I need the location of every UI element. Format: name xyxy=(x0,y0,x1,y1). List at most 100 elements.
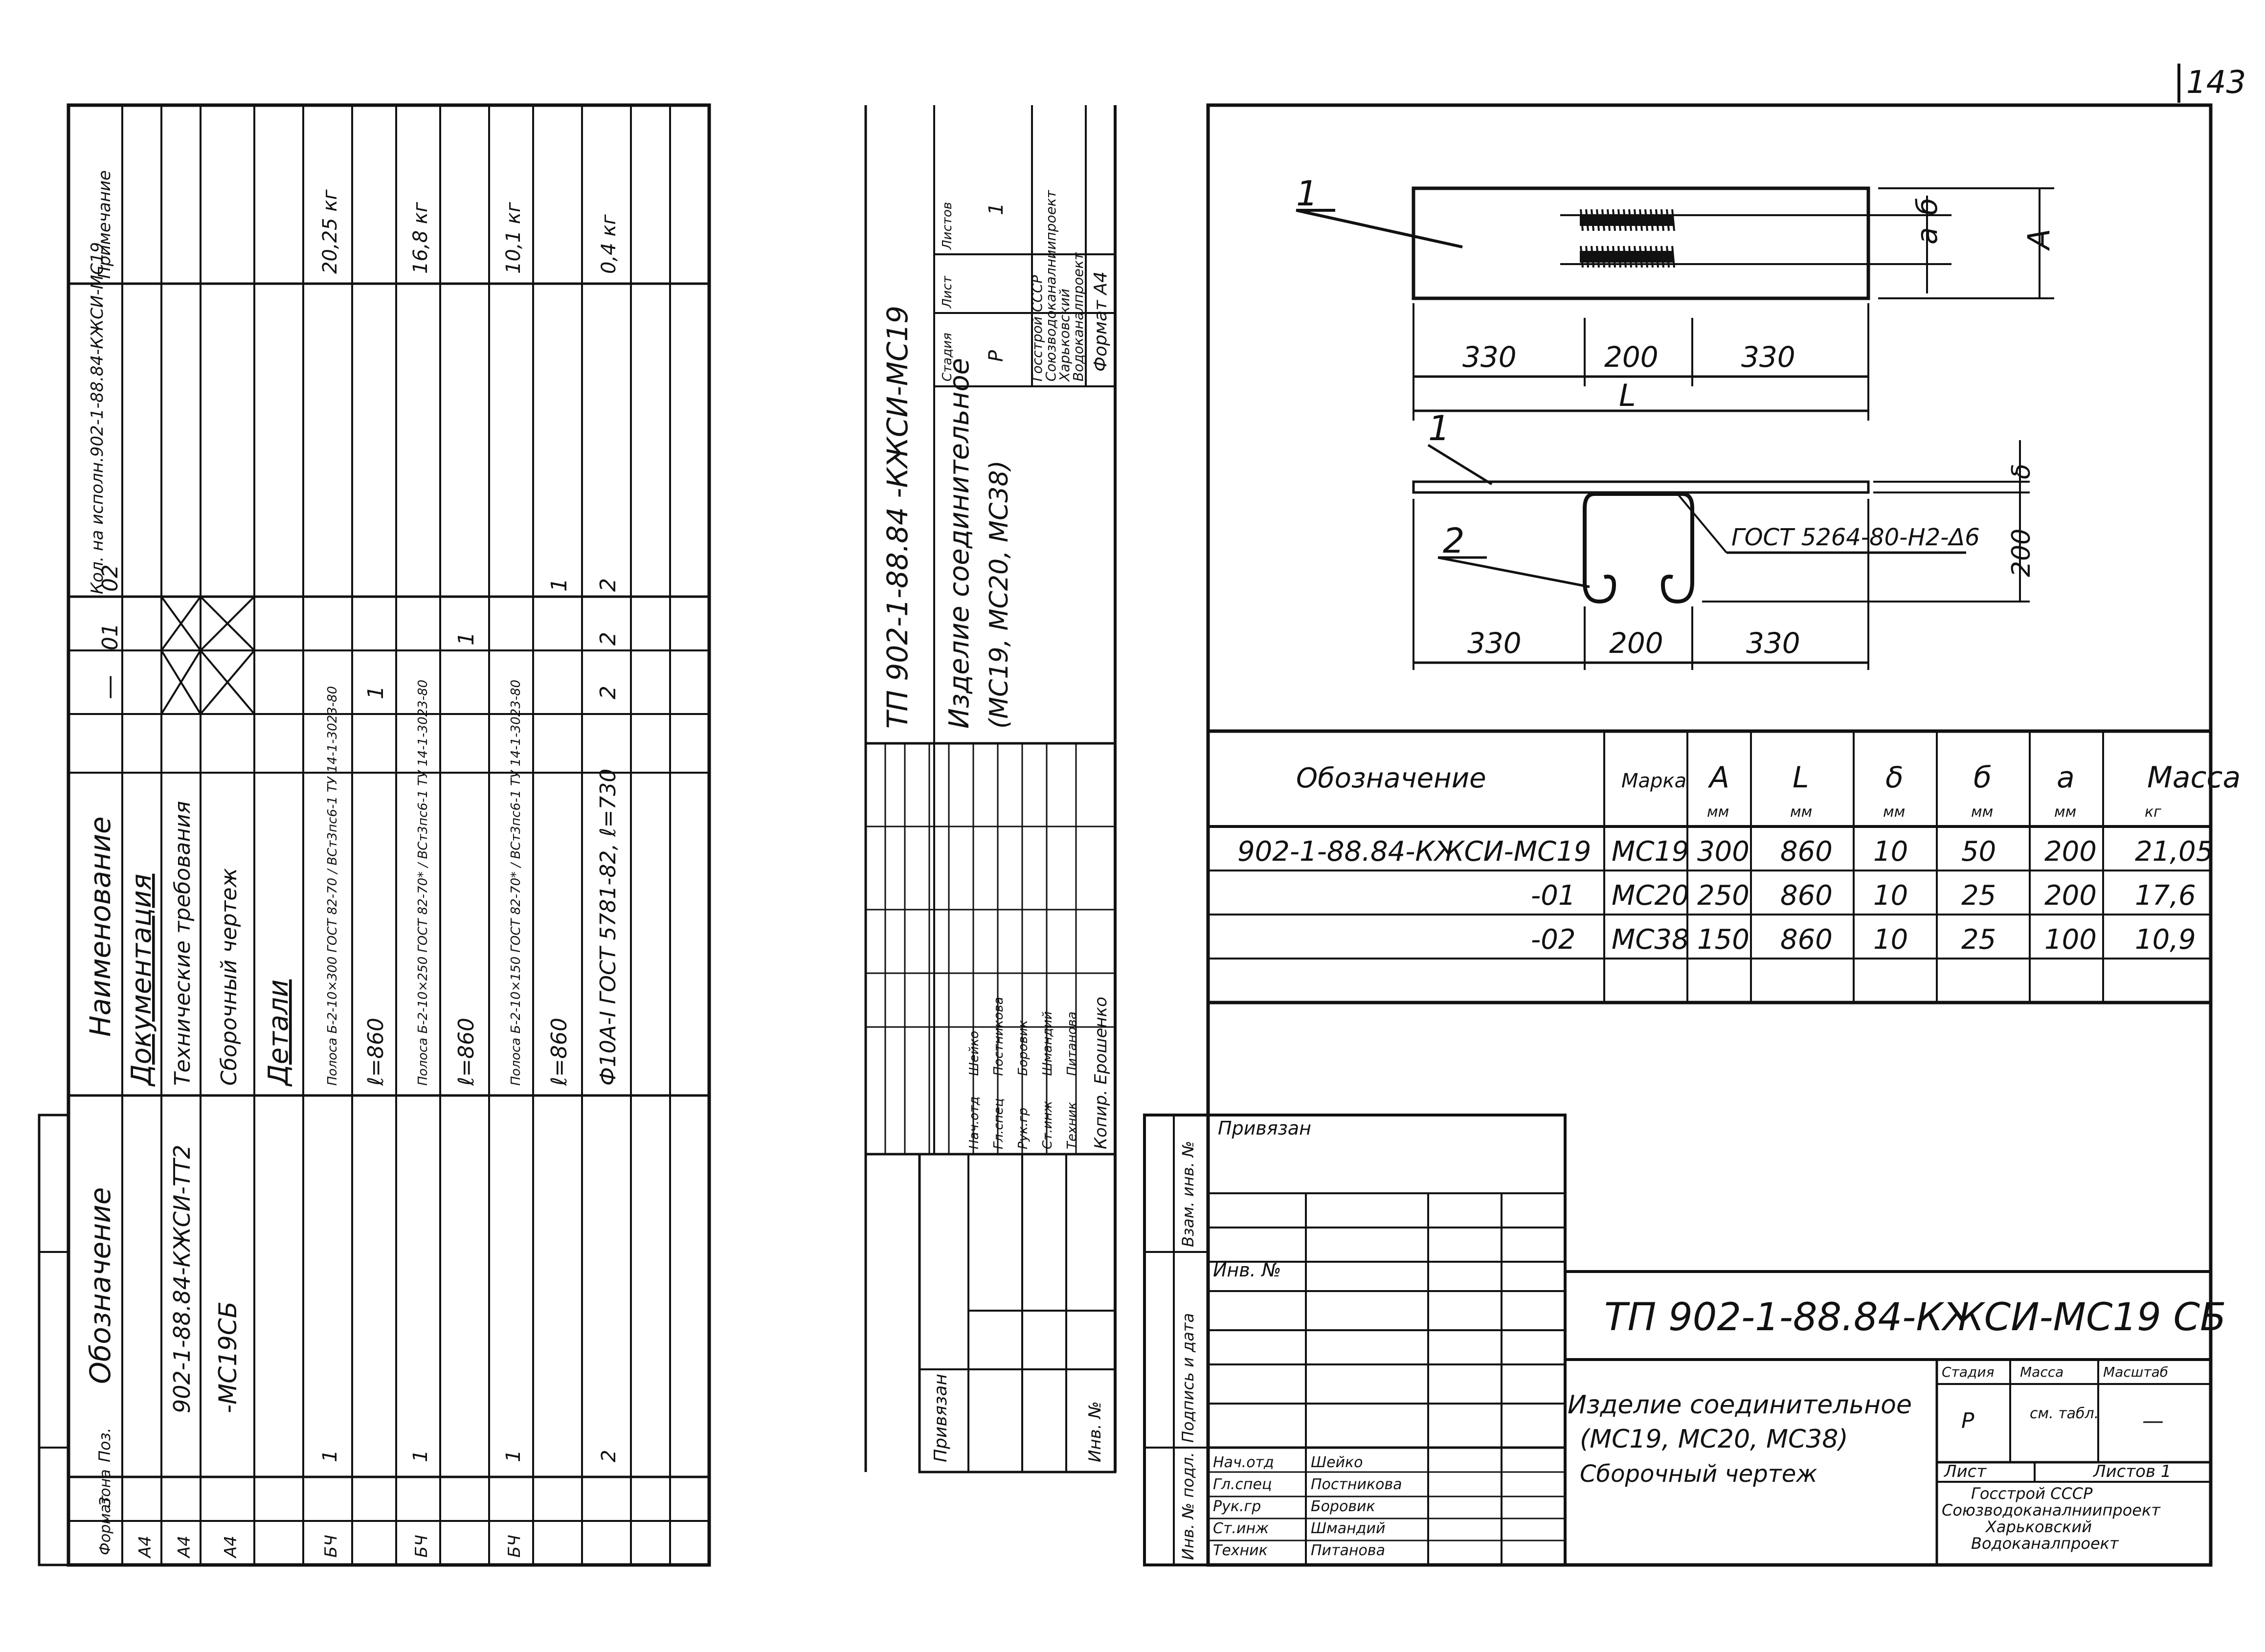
spec-row-note: 16,8 кг xyxy=(409,201,432,274)
spec-row-note: 10,1 кг xyxy=(502,201,525,274)
rot-title-copied: Копир. Ерошенко xyxy=(1091,997,1111,1149)
rot-signer-role: Гл.спец xyxy=(991,1098,1006,1149)
rot-title-format: Формат А4 xyxy=(1091,271,1111,372)
stamp-signer-name: Питанова xyxy=(1311,1542,1385,1559)
vt-header-6: а xyxy=(2057,760,2075,795)
pos1-label-top: 1 xyxy=(1296,174,1318,214)
rot-title-org: Харьковский xyxy=(1056,289,1073,382)
spec-row-format: А4 xyxy=(221,1536,241,1559)
vt-header-5: б xyxy=(1973,760,1992,795)
spec-row-qty0: 2 xyxy=(596,686,621,699)
spec-row-qty0: 1 xyxy=(363,686,388,699)
dim-bot-2: 200 xyxy=(1609,626,1663,660)
rot-signer-role: Рук.гр xyxy=(1016,1108,1031,1149)
spec-row-name: Документация xyxy=(126,874,157,1087)
drawing-frame xyxy=(1206,103,2213,1567)
rot-title-stage-head: Стадия xyxy=(940,333,955,381)
dim-top-3: 330 xyxy=(1741,340,1795,374)
rot-title-org: Водоканалпроект xyxy=(1070,252,1086,381)
dim-L-label: L xyxy=(1619,378,1636,413)
spec-qty-col-2: 02 xyxy=(98,564,123,592)
spec-row-name: ℓ=860 xyxy=(363,1018,388,1086)
rot-title-sheet-head: Лист xyxy=(940,275,955,309)
rot-title-org: Союзводоканалниипроект xyxy=(1043,190,1059,381)
spec-row-qty2: 1 xyxy=(547,578,572,592)
stamp-privyazan: Привязан xyxy=(1218,1117,1311,1139)
rot-signer-name: Постникова xyxy=(991,997,1006,1076)
spec-row-pos: 1 xyxy=(319,1450,341,1462)
spec-row-pos: 1 xyxy=(409,1450,432,1462)
dim-bot-3: 330 xyxy=(1746,626,1800,660)
stamp-signer-name: Шмандий xyxy=(1311,1520,1385,1537)
stamp-signer-name: Постникова xyxy=(1311,1476,1402,1493)
vt-cell: 200 xyxy=(2044,836,2097,868)
stamp-signer-role: Ст.инж xyxy=(1213,1520,1269,1537)
stamp-sheets: Листов 1 xyxy=(2092,1462,2171,1481)
spec-row-format: А4 xyxy=(135,1536,155,1559)
vt-cell: 10 xyxy=(1873,880,1908,912)
rot-title-code: ТП 902-1-88.84 -КЖСИ-МС19 xyxy=(881,306,914,729)
dim-top-2: 200 xyxy=(1604,340,1659,374)
vt-header-0: Обозначение xyxy=(1296,762,1486,794)
stamp-title-3: Сборочный чертеж xyxy=(1580,1460,1817,1488)
dim-top-1: 330 xyxy=(1462,340,1517,374)
spec-qty-col-0: — xyxy=(95,675,123,699)
vt-cell: 902-1-88.84-КЖСИ-МС19 xyxy=(1237,836,1591,868)
stamp-side-0: Инв. № подл. xyxy=(1179,1452,1197,1560)
spec-row-name: ℓ=860 xyxy=(454,1018,479,1086)
stamp-signer-name: Шейко xyxy=(1311,1454,1363,1471)
pos2-label: 2 xyxy=(1443,521,1465,561)
spec-row-name: Технические требования xyxy=(170,801,195,1086)
rot-signer-role: Нач.отд xyxy=(967,1096,982,1149)
dim-A-label: A xyxy=(2021,229,2057,251)
spec-row-format: А4 xyxy=(175,1536,194,1559)
spec-row-name: Полоса Б-2-10×250 ГОСТ 82-70* / ВСт3пс6-… xyxy=(416,680,430,1086)
spec-header-qty: Кол. на исполн.902-1-88.84-КЖСИ-МС19 xyxy=(88,242,107,594)
spec-header-name: Наименование xyxy=(84,816,117,1037)
vt-cell: 25 xyxy=(1961,880,1996,912)
stamp-code: ТП 902-1-88.84-КЖСИ-МС19 СБ xyxy=(1604,1295,2226,1339)
vt-unit-6: мм xyxy=(2054,804,2076,821)
spec-row-name: Сборочный чертеж xyxy=(217,868,242,1086)
rot-title-org: Госстрой СССР xyxy=(1029,275,1045,381)
spec-row-qty1: 1 xyxy=(454,632,479,646)
rot-signer-name: Шейко xyxy=(967,1031,982,1076)
spec-row-name: Полоса Б-2-10×150 ГОСТ 82-70* / ВСт3пс6-… xyxy=(509,680,523,1086)
vt-header-4: δ xyxy=(1885,760,1904,795)
stamp-inv: Инв. № xyxy=(1213,1259,1281,1281)
plate-side-view: 1 2 ГОСТ 5264-80-Н2-Δ6 δ 200 330 200 330 xyxy=(1412,408,2036,670)
spec-header-pos: Поз. xyxy=(95,1428,114,1462)
spec-row-format: БЧ xyxy=(321,1535,341,1558)
spec-row-pos: 2 xyxy=(598,1450,620,1462)
vt-header-7: Масса xyxy=(2147,760,2241,795)
spec-row-name: Детали xyxy=(263,980,294,1087)
stamp-signer-role: Гл.спец xyxy=(1213,1476,1272,1493)
vt-header-3: L xyxy=(1793,760,1809,795)
vt-cell: 860 xyxy=(1780,924,1833,956)
spec-row-designation: -МС19СБ xyxy=(214,1301,242,1413)
spec-qty-col-1: 01 xyxy=(98,623,123,650)
stamp-head-stage: Стадия xyxy=(1942,1364,1994,1380)
vt-cell: 10 xyxy=(1873,924,1908,956)
stamp-sheet: Лист xyxy=(1943,1462,1987,1481)
stamp-side-2: Взам. инв. № xyxy=(1179,1141,1197,1247)
spec-header-zone: Зона xyxy=(97,1469,114,1506)
spec-row-format: БЧ xyxy=(412,1535,431,1558)
stamp-org: Госстрой СССР xyxy=(1971,1484,2093,1503)
dim-b-label: б xyxy=(1910,198,1944,215)
plate-top-view: 1 а б A 330 200 330 L xyxy=(1296,174,2057,421)
spec-row-name: ℓ=860 xyxy=(547,1018,572,1086)
dim-delta-label: δ xyxy=(2007,464,2036,479)
rot-signer-role: Техник xyxy=(1065,1102,1079,1149)
vt-cell: МС20 xyxy=(1612,880,1689,912)
stamp-title-1: Изделие соединительное xyxy=(1568,1390,1912,1420)
vt-unit-3: мм xyxy=(1790,804,1812,821)
dim-a-label: а xyxy=(1910,227,1944,245)
spec-row-designation: 902-1-88.84-КЖСИ-ТТ2 xyxy=(169,1145,195,1413)
pos1-label-side: 1 xyxy=(1428,408,1450,448)
rot-title-stage: Р xyxy=(985,350,1008,362)
spec-row-note: 20,25 кг xyxy=(319,189,341,274)
vt-cell: 250 xyxy=(1697,880,1749,912)
stamp-signer-role: Техник xyxy=(1213,1542,1268,1559)
